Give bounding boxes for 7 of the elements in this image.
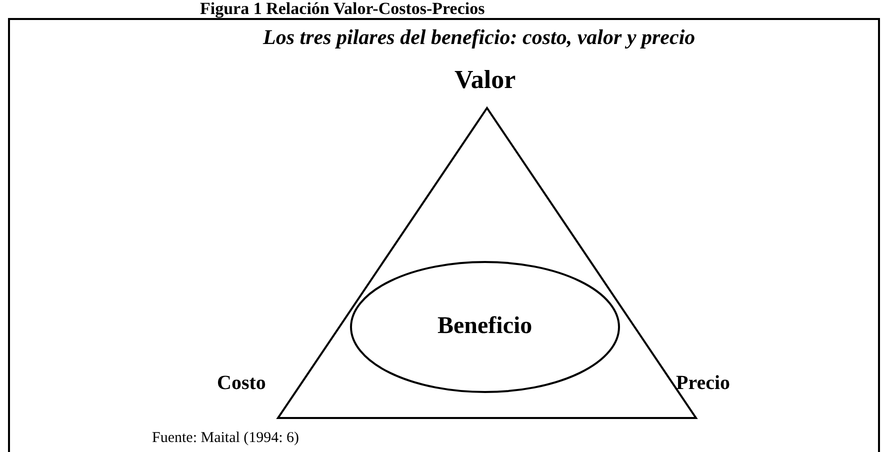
vertex-label: Costo [217, 372, 266, 394]
figure-subtitle: Los tres pilares del beneficio: costo, valor y precio [263, 26, 696, 50]
figure-title: Figura 1 Relación Valor-Costos-Precios [200, 0, 485, 19]
source-note: Fuente: Maital (1994: 6) [152, 430, 300, 446]
vertex-label: Valor [454, 66, 516, 95]
vertex-label: Precio [676, 372, 730, 394]
node-label: Beneficio [438, 313, 532, 340]
